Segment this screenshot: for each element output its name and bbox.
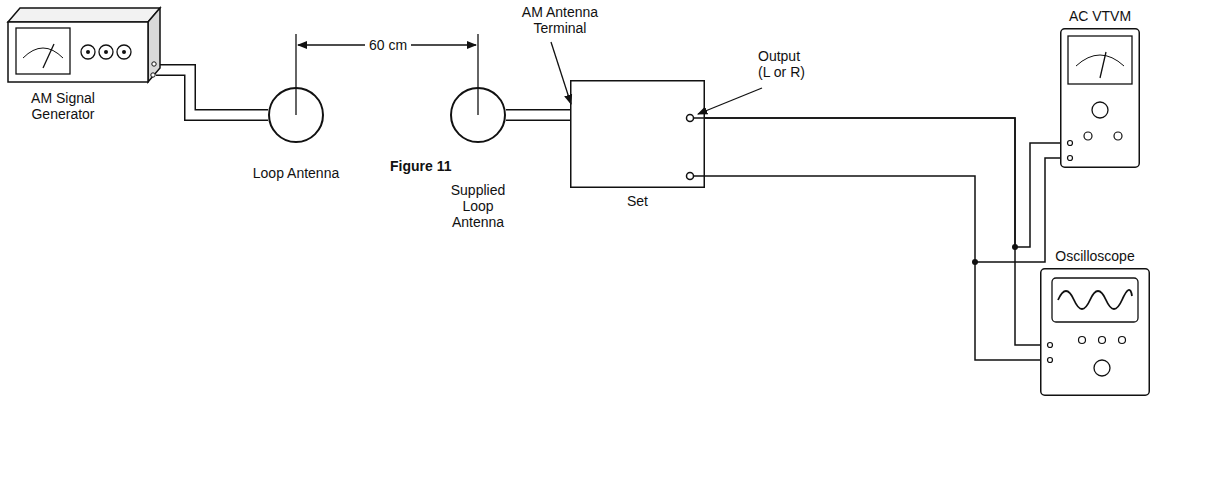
dimension-line <box>295 34 296 115</box>
input-terminal <box>1068 141 1073 146</box>
range-knob <box>1092 102 1108 118</box>
meter-window <box>16 28 70 74</box>
dimension-label: 60 cm <box>365 37 411 53</box>
loop-antenna-outline <box>268 87 324 143</box>
device-label: AM Signal Generator <box>3 90 123 122</box>
knob-center <box>86 50 90 54</box>
case-front <box>8 22 148 82</box>
callout-label: Output (L or R) <box>758 48 812 80</box>
meter-needle <box>1100 52 1106 78</box>
output-terminal <box>151 73 155 77</box>
set-box-outline <box>570 80 705 188</box>
control-knob <box>99 45 113 59</box>
wire-path <box>705 118 1060 247</box>
control-knob <box>81 45 95 59</box>
set-outline <box>571 81 705 188</box>
meter-scale <box>1076 55 1124 66</box>
ground-wire <box>690 176 1040 360</box>
meter-window <box>1068 36 1132 84</box>
output-terminal <box>152 62 156 66</box>
loop-coil <box>269 88 323 142</box>
ac-voltmeter-outline <box>1060 28 1140 168</box>
device-label: AC VTVM <box>1040 8 1160 24</box>
loop-antenna-outline <box>450 87 506 143</box>
meter-needle <box>43 44 54 68</box>
cable-inner <box>156 70 268 115</box>
label-box: Supplied Loop Antenna <box>438 182 518 230</box>
oscilloscope-outline <box>1040 268 1150 396</box>
figure-caption: Figure 11 <box>390 158 470 174</box>
case-side <box>148 8 160 82</box>
signal-wire <box>705 118 1040 345</box>
control-knob <box>1099 337 1106 344</box>
loop-antenna: Loop Antenna <box>268 87 324 143</box>
loop-coil <box>451 88 505 142</box>
device-label: Set <box>570 193 705 209</box>
dimension-line <box>477 34 478 115</box>
leader-line <box>551 42 571 104</box>
loop-antenna: Supplied Loop Antenna <box>450 87 506 143</box>
label-box: Loop Antenna <box>236 165 356 181</box>
scope-case <box>1041 269 1150 396</box>
label-box: Oscilloscope <box>1035 248 1155 264</box>
input-terminal <box>1048 343 1053 348</box>
control-knob <box>117 45 131 59</box>
meter-scale <box>23 48 63 58</box>
sine-trace <box>1058 290 1132 309</box>
case-top <box>8 8 160 22</box>
output-terminal <box>687 115 694 122</box>
signal-generator: AM Signal Generator <box>8 8 160 82</box>
control-knob <box>1114 132 1122 140</box>
control-knob <box>1079 337 1086 344</box>
callout-label: AM Antenna Terminal <box>512 4 608 36</box>
device-label: Loop Antenna <box>236 165 356 181</box>
control-knob <box>1119 337 1126 344</box>
device-label: Oscilloscope <box>1035 248 1155 264</box>
label-box: Set <box>570 193 705 209</box>
oscilloscope: Oscilloscope <box>1040 268 1150 396</box>
knob-center <box>104 50 108 54</box>
meter-case <box>1061 29 1140 168</box>
ac-voltmeter: AC VTVM <box>1060 28 1140 168</box>
label-box: AM Signal Generator <box>3 90 123 122</box>
label-box: AC VTVM <box>1040 8 1160 24</box>
coax-cable <box>506 115 570 116</box>
cable-inner <box>506 111 570 120</box>
control-knob <box>1084 132 1092 140</box>
coax-cable <box>156 70 268 115</box>
scope-screen <box>1052 278 1138 322</box>
cable-outer <box>506 109 570 121</box>
cable-outer <box>156 70 268 115</box>
input-terminal <box>1068 156 1073 161</box>
device-label: Supplied Loop Antenna <box>438 182 518 230</box>
wire-path <box>705 118 1040 345</box>
output-terminal <box>687 173 694 180</box>
input-terminal <box>1048 358 1053 363</box>
junction-dot <box>972 259 978 265</box>
knob-center <box>122 50 126 54</box>
signal-wire <box>705 118 1060 247</box>
set-box: Set <box>570 80 705 188</box>
control-knob <box>1094 360 1110 376</box>
leader-line <box>698 88 762 114</box>
signal-generator-outline <box>8 8 160 82</box>
